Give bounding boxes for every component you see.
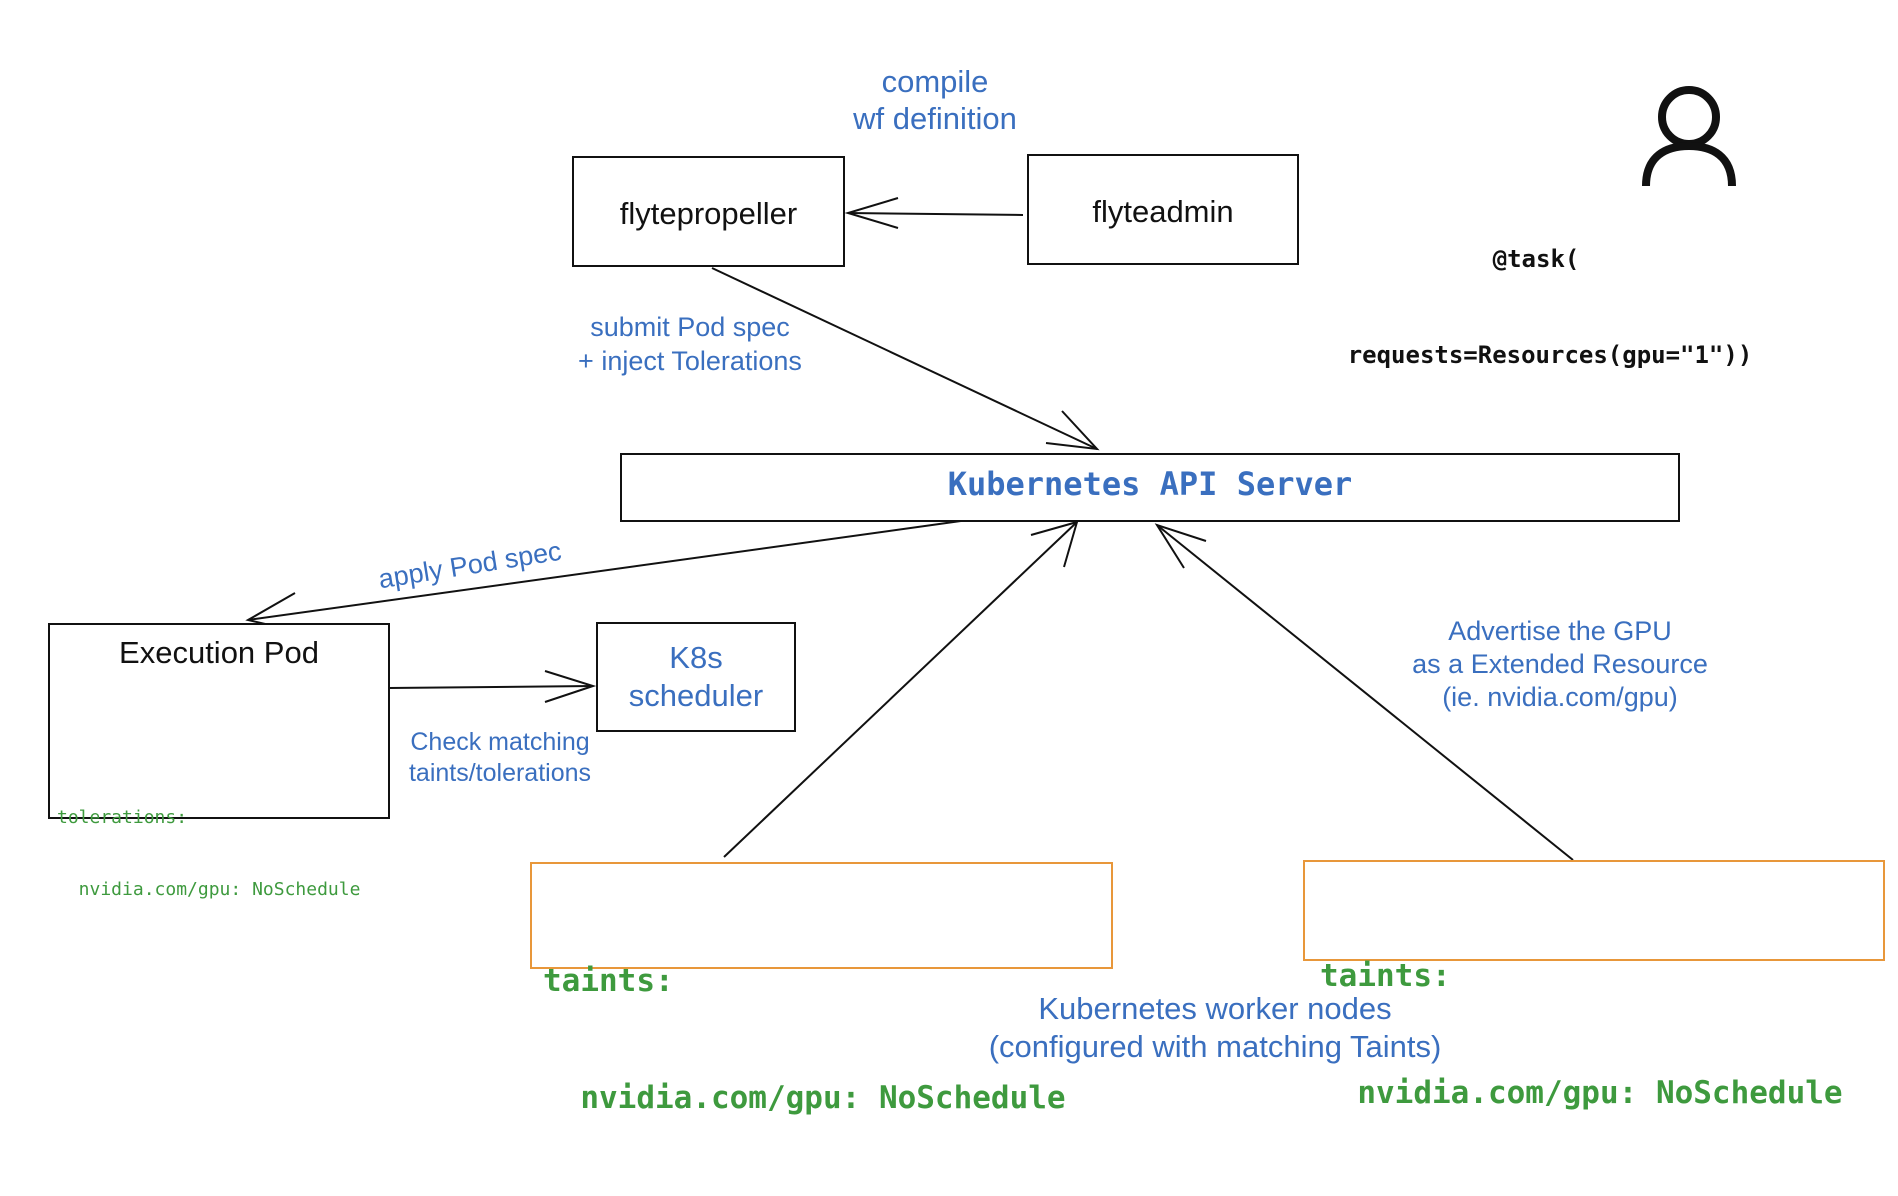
compile-label-line1: compile (881, 64, 989, 99)
pod-tolerations-line1: tolerations: (57, 807, 188, 828)
arrowhead-worker-left-to-api (1030, 520, 1079, 568)
advertise-label-line3: (ie. nvidia.com/gpu) (1442, 682, 1678, 712)
advertise-label: Advertise the GPU as a Extended Resource… (1380, 615, 1740, 714)
api-server-node: Kubernetes API Server (620, 453, 1680, 522)
scheduler-node: K8s scheduler (596, 622, 796, 732)
check-label: Check matching taints/tolerations (395, 727, 605, 789)
task-decorator-code: @task( requests=Resources(gpu="1")) (1330, 179, 1770, 403)
execution-pod-node: Execution Pod tolerations: nvidia.com/gp… (48, 623, 390, 900)
submit-label-line1: submit Pod spec (590, 312, 790, 342)
scheduler-label-line2: scheduler (628, 678, 764, 713)
arrow-worker-right-to-api (1156, 524, 1574, 861)
connector-layer (245, 197, 1574, 861)
advertise-label-line1: Advertise the GPU (1448, 616, 1672, 646)
scheduler-label-line1: K8s (669, 640, 723, 675)
arrow-api-to-pod (247, 519, 969, 621)
arrowhead-pod-to-scheduler (544, 670, 597, 703)
flyteadmin-node: flyteadmin (1027, 154, 1299, 265)
task-code-line1: @task( (1492, 245, 1580, 273)
pod-tolerations: tolerations: nvidia.com/gpu: NoSchedule (57, 758, 360, 950)
arrow-admin-to-propeller (847, 212, 1024, 216)
compile-label-line2: wf definition (853, 101, 1017, 136)
check-label-line2: taints/tolerations (408, 759, 592, 787)
arrow-worker-left-to-api (723, 521, 1078, 858)
scheduler-label: K8s scheduler (598, 639, 794, 715)
pod-tolerations-line2: nvidia.com/gpu: NoSchedule (57, 879, 361, 900)
arrow-propeller-to-api (711, 267, 1098, 450)
submit-label: submit Pod spec + inject Tolerations (560, 310, 820, 378)
arrowhead-admin-to-propeller (844, 197, 899, 229)
flyteadmin-label: flyteadmin (1092, 194, 1234, 229)
compile-label: compile wf definition (830, 63, 1040, 137)
worker-left-taints-line2: nvidia.com/gpu: NoSchedule (543, 1080, 1066, 1116)
worker-node-left: taints: nvidia.com/gpu: NoSchedule (530, 862, 1113, 1116)
advertise-label-line2: as a Extended Resource (1412, 649, 1708, 679)
worker-right-taints-line2: nvidia.com/gpu: NoSchedule (1320, 1075, 1843, 1111)
user-icon (1642, 86, 1736, 187)
api-server-label: Kubernetes API Server (947, 465, 1353, 503)
arrowhead-propeller-to-api (1045, 410, 1100, 451)
submit-label-line2: + inject Tolerations (578, 346, 802, 376)
worker-nodes-caption: Kubernetes worker nodes (configured with… (920, 990, 1510, 1066)
check-label-line1: Check matching (410, 728, 590, 756)
flytepropeller-label: flytepropeller (619, 196, 798, 231)
arrow-pod-to-scheduler (388, 685, 594, 689)
worker-left-taints-line1: taints: (543, 963, 674, 999)
worker-right-taints-line1: taints: (1320, 958, 1451, 994)
flytepropeller-node: flytepropeller (572, 156, 845, 267)
worker-nodes-caption-line1: Kubernetes worker nodes (1038, 991, 1392, 1026)
task-code-line2: requests=Resources(gpu="1")) (1347, 341, 1753, 369)
worker-nodes-caption-line2: (configured with matching Taints) (988, 1029, 1442, 1064)
worker-node-right: taints: nvidia.com/gpu: NoSchedule (1303, 860, 1885, 1111)
execution-pod-title: Execution Pod (119, 635, 319, 670)
arrowhead-worker-right-to-api (1154, 523, 1207, 569)
